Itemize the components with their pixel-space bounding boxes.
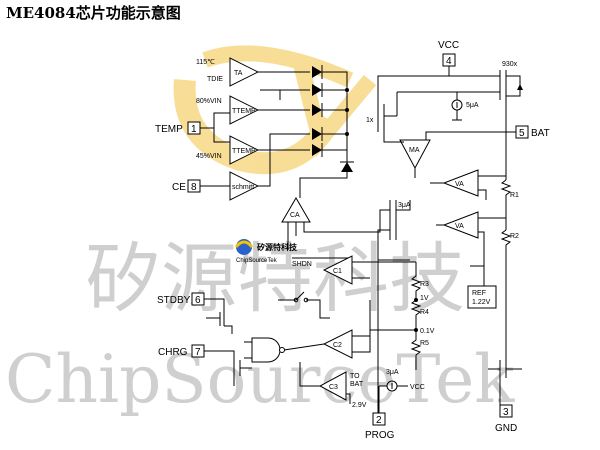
svg-text:TDIE: TDIE (207, 76, 223, 83)
comparator-ta: TA 115℃ TDIE (196, 57, 260, 87)
svg-text:115℃: 115℃ (196, 59, 215, 66)
nand-gate (251, 337, 285, 363)
svg-text:C3: C3 (329, 384, 338, 391)
svg-text:930x: 930x (502, 61, 518, 68)
svg-text:5: 5 (519, 128, 525, 139)
pin-chrg: 7 CHRG (158, 344, 205, 358)
svg-text:7: 7 (195, 347, 201, 358)
svg-text:CHRG: CHRG (158, 347, 188, 358)
current-source-3ua: 3μA VCC (378, 369, 425, 413)
resistor-divider: R3 1V R4 0.1V R5 (410, 262, 435, 370)
svg-text:1x: 1x (366, 117, 374, 124)
svg-text:3μA: 3μA (386, 369, 399, 376)
amplifier-ca: CA (281, 197, 311, 223)
comparator-ttemp2: TTEMP 45%VIN (196, 135, 260, 165)
gnd-transistor (488, 360, 522, 405)
svg-text:3μA: 3μA (398, 202, 411, 209)
pin-temp: 1 TEMP (155, 121, 201, 135)
svg-text:BAT: BAT (531, 128, 550, 139)
sense-transistor-1x: 1x (366, 104, 385, 132)
svg-text:STDBY: STDBY (157, 295, 191, 306)
svg-text:REF: REF (472, 290, 486, 297)
svg-text:4: 4 (446, 56, 452, 67)
svg-text:GND: GND (495, 423, 517, 434)
svg-text:80%VIN: 80%VIN (196, 98, 222, 105)
svg-text:R4: R4 (420, 309, 429, 316)
svg-text:1.22V: 1.22V (472, 299, 491, 306)
comparator-c1: C1 (322, 255, 353, 285)
pin-gnd: 3 GND (495, 404, 517, 434)
svg-text:CA: CA (290, 212, 300, 219)
page-title: ME4084芯片功能示意图 (6, 4, 181, 22)
pin-vcc: 4 VCC (438, 40, 459, 67)
svg-text:0.1V: 0.1V (420, 328, 435, 335)
logo-cn: 矽源特科技 (257, 242, 298, 252)
logo-watermark (173, 45, 377, 175)
svg-text:6: 6 (195, 295, 201, 306)
amplifier-va1: VA (442, 169, 479, 197)
svg-text:R2: R2 (510, 233, 519, 240)
svg-text:45%VIN: 45%VIN (196, 153, 222, 160)
amplifier-ma: MA (399, 139, 431, 170)
svg-text:MA: MA (409, 147, 420, 154)
schmitt-trigger: schmitt (229, 171, 260, 201)
svg-text:2.9V: 2.9V (352, 402, 367, 409)
watermark-cn: 矽源特科技 (85, 234, 465, 323)
pin-bat: 5 BAT (515, 125, 550, 139)
svg-text:C2: C2 (333, 342, 342, 349)
comparator-c3: C3 TO BAT 2.9V (318, 371, 367, 409)
comparator-ttemp1: TTEMP 80%VIN (196, 95, 260, 125)
svg-text:VCC: VCC (438, 40, 459, 51)
svg-text:R5: R5 (420, 340, 429, 347)
pin-prog: 2 PROG (365, 412, 395, 441)
comparator-c2: C2 (322, 329, 353, 359)
diode-array (312, 65, 354, 172)
svg-text:VA: VA (455, 181, 464, 188)
svg-text:TA: TA (234, 70, 243, 77)
reference-1v22: REF 1.22V (467, 285, 497, 309)
svg-text:PROG: PROG (365, 430, 395, 441)
svg-text:TEMP: TEMP (155, 124, 183, 135)
svg-text:CE: CE (172, 182, 186, 193)
shdn-label: SHDN (292, 261, 312, 268)
svg-text:3: 3 (503, 407, 509, 418)
logo-en: ChipSourceTek (236, 258, 278, 264)
svg-text:BAT: BAT (350, 381, 364, 388)
svg-text:TTEMP: TTEMP (232, 148, 256, 155)
pin-ce: 8 CE (172, 179, 201, 193)
svg-text:8: 8 (191, 182, 197, 193)
svg-text:TTEMP: TTEMP (232, 108, 256, 115)
svg-text:5μA: 5μA (466, 102, 479, 109)
resistor-r1: R1 (500, 132, 519, 230)
svg-text:1: 1 (191, 124, 197, 135)
svg-text:schmitt: schmitt (232, 184, 254, 191)
svg-text:2: 2 (376, 415, 382, 426)
svg-text:1V: 1V (420, 295, 429, 302)
svg-text:VCC: VCC (410, 384, 425, 391)
current-source-5ua: 5μA (451, 92, 479, 121)
svg-text:TO: TO (350, 373, 360, 380)
power-transistor-930x: 930x (499, 61, 523, 100)
resistor-r2: R2 (500, 229, 519, 360)
svg-text:VA: VA (455, 223, 464, 230)
pin-stdby: 6 STDBY (157, 292, 205, 306)
svg-text:C1: C1 (333, 268, 342, 275)
small-logo: 矽源特科技 ChipSourceTek (234, 239, 298, 264)
svg-text:R3: R3 (420, 281, 429, 288)
stdby-transistor (204, 298, 233, 334)
amplifier-va2: VA (442, 211, 479, 239)
chrg-transistor (204, 350, 252, 386)
svg-text:R1: R1 (510, 192, 519, 199)
